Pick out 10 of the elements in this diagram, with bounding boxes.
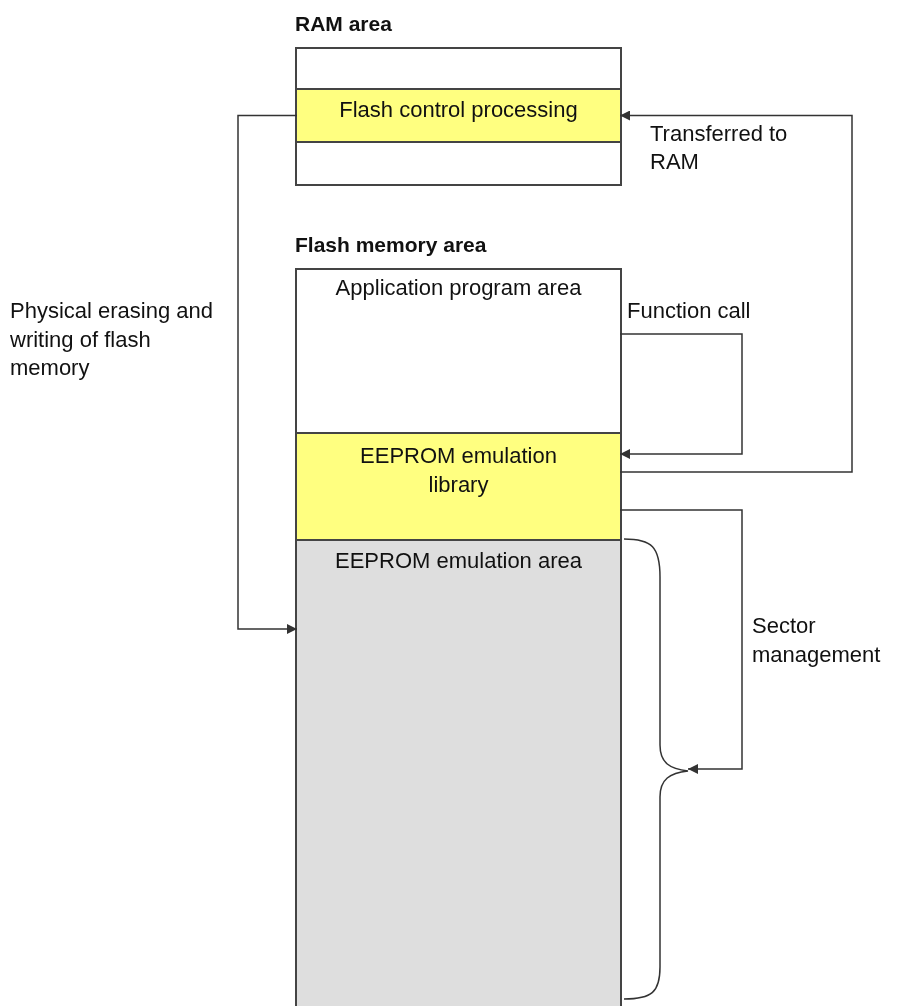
arrow	[619, 333, 743, 459]
arrow	[619, 509, 743, 774]
arrow	[237, 114, 298, 634]
memory-region: Flash control processing	[297, 88, 620, 143]
area-heading: Flash memory area	[295, 233, 487, 257]
memory-region: EEPROM emulation library	[297, 432, 620, 539]
arrow	[619, 110, 853, 473]
area-heading: RAM area	[295, 12, 392, 36]
curly-brace	[623, 538, 689, 1000]
memory-region: EEPROM emulation area	[297, 539, 620, 1006]
